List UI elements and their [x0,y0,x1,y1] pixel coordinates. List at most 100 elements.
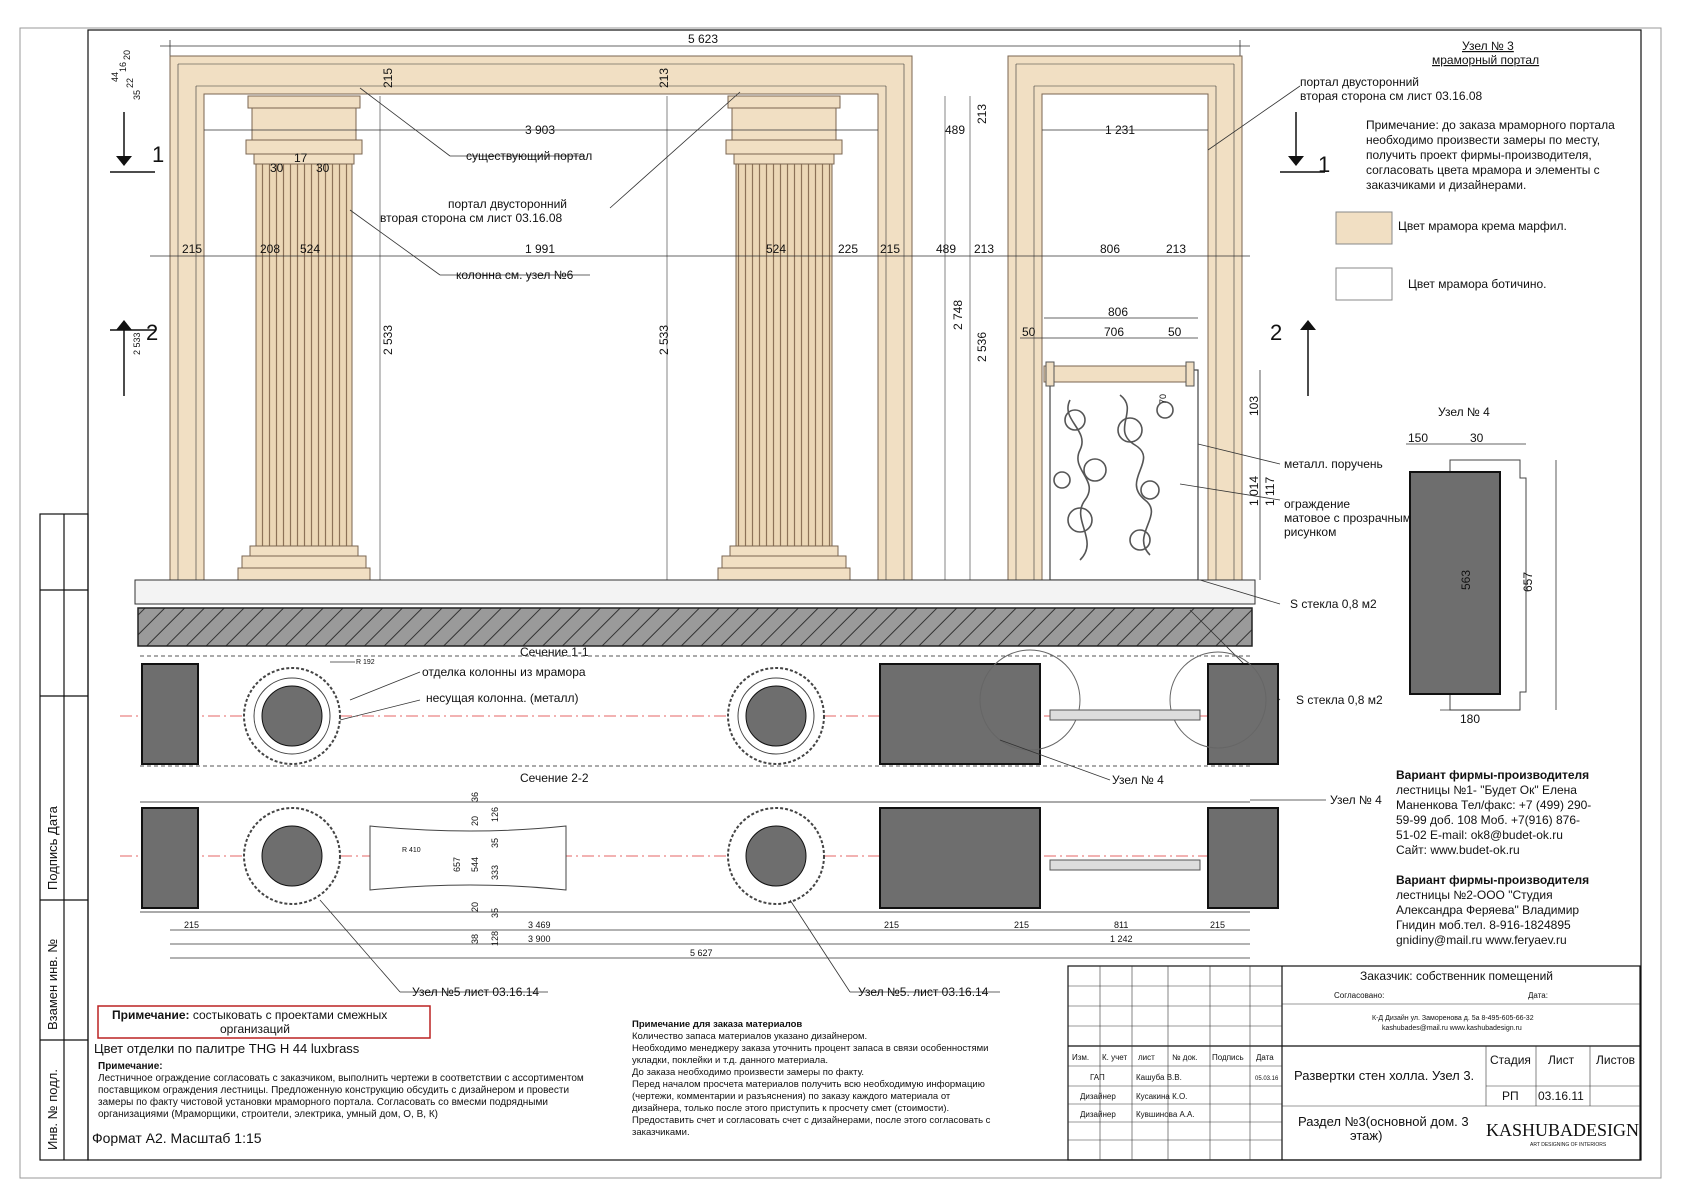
dim-811: 811 [1114,920,1128,930]
node3-title: Узел № 3 [1462,39,1514,53]
note-line: Примечание: до заказа мраморного портала [1366,118,1615,132]
order-line: укладки, поклейки и т.д. данного материа… [632,1055,828,1066]
dim-213-a: 213 [974,242,994,256]
note-box-line2: организаций [220,1022,290,1036]
dim-1117: 1 117 [1263,477,1277,506]
order-line: До заказа необходимо произвести замеры п… [632,1067,864,1078]
label-glass-2: S стекла 0,8 м2 [1296,693,1383,707]
dim-215-p2: 215 [884,920,899,930]
note-line: необходимо произвести замеры по месту, [1366,133,1600,147]
section-1-title: Сечение 1-1 [520,645,589,659]
label-portal-double-b1: портал двусторонний [448,197,567,211]
vendor2-line: gnidiny@mail.ru www.feryaev.ru [1396,933,1567,947]
cut-1-right: 1 [1318,152,1330,177]
dim-35-b: 35 [490,908,500,918]
palette-note: Цвет отделки по палитре THG H 44 luxbras… [94,1041,360,1056]
tb-company2: kashubades@mail.ru www.kashubadesign.ru [1382,1025,1522,1032]
stamp-podpis: Подпись Дата [45,805,60,890]
label-existing-portal: существующий портал [466,149,592,163]
tb-sheet-title: Развертки стен холла. Узел 3. [1294,1068,1474,1083]
dim-215-p4: 215 [1210,920,1225,930]
tb-row-date: 05.03.16 [1255,1076,1279,1082]
section-2-title: Сечение 2-2 [520,771,589,785]
dim-1242: 1 242 [1110,934,1133,944]
dim-total-width: 5 623 [688,32,718,46]
legend-swatch-white [1335,267,1393,301]
dim-2533-a: 2 533 [381,325,395,355]
cut-1-left: 1 [152,142,164,167]
stamp-inv-podl: Инв. № подл. [45,1069,60,1150]
dim-h-2533-left: 2 533 [132,332,142,355]
stack-dim: 20 [122,50,132,60]
format-note: Формат А2. Масштаб 1:15 [92,1130,262,1146]
dim-36: 36 [470,792,480,802]
left-stack-dims: 44 16 22 35 20 [110,50,142,100]
order-line: дизайнера, только после этого приступить… [632,1103,949,1114]
dim-806-b: 806 [1108,305,1128,319]
note-line: заказчиками и дизайнерами. [1366,178,1526,192]
main-note-line: Лестничное ограждение согласовать с зака… [98,1073,584,1084]
legend-cream-label: Цвет мрамора крема марфил. [1398,219,1567,233]
dim-r410: R 410 [402,847,421,854]
label-node4-c: Узел № 4 [1330,793,1382,807]
label-node4-b: Узел № 4 [1112,773,1164,787]
vendor1-line: лестницы №1- "Будет Ок" Елена [1396,783,1577,797]
dim-r192: R 192 [356,659,375,666]
tb-col-podp: Подпись [1212,1053,1244,1062]
label-fence-1: ограждение [1284,497,1350,511]
dim-213-top: 213 [657,68,671,88]
order-line: Предоставить счет и согласовать счет с д… [632,1115,991,1126]
stack-dim: 35 [132,90,142,100]
tb-row-role: Дизайнер [1080,1092,1116,1101]
tb-col-izm: Изм. [1072,1053,1089,1062]
label-col-bearing: несущая колонна. (металл) [426,691,578,705]
node4-title: Узел № 4 [1438,405,1490,419]
tb-row-name: Кувшинова А.А. [1136,1110,1195,1119]
main-note-line: замеры по факту чистовой установки мрамо… [98,1096,548,1108]
cut-2-left: 2 [146,320,158,345]
dim-17: 17 [294,151,308,165]
label-node5-a: Узел №5 лист 03.16.14 [412,985,539,999]
order-line: Перед началом просчета материалов получи… [632,1079,985,1090]
main-note-title: Примечание: [98,1061,163,1072]
legend-swatch-cream [1335,211,1393,245]
vendor2-line: Александра Феряева" Владимир [1396,903,1579,917]
vendors: Вариант фирмы-производителя лестницы №1-… [1396,768,1591,947]
legend: Цвет мрамора крема марфил. Цвет мрамора … [1335,211,1567,301]
dim-215-top: 215 [381,68,395,88]
dim-150: 150 [1408,431,1428,445]
tb-logo-sub: ART DESIGNING OF INTERIORS [1530,1142,1607,1148]
label-glass-1: S стекла 0,8 м2 [1290,597,1377,611]
note-box-line1: Примечание: состыковать с проектами смеж… [112,1008,387,1022]
dim-3903: 3 903 [525,123,555,137]
tb-stage: РП [1502,1089,1519,1103]
dim-1014: 1 014 [1247,476,1261,506]
vendor1-line: Вариант фирмы-производителя [1396,768,1589,782]
dim-38: 38 [470,934,480,944]
tb-col-list: лист [1138,1053,1155,1062]
dim-706: 706 [1104,325,1124,339]
node4-detail: Узел № 4 150 30 563 657 180 [1406,405,1557,726]
dim-3900: 3 900 [528,934,551,944]
tb-col-ndok: № док. [1172,1053,1198,1062]
dim-524-a: 524 [300,242,320,256]
label-col-finish: отделка колонны из мрамора [422,665,586,679]
dim-213-top-right: 213 [975,104,989,124]
vendor1-line: 59-99 доб. 108 Моб. +7(916) 876- [1396,813,1580,827]
vendor2-line: Гнидин моб.тел. 8-916-1824895 [1396,918,1571,932]
dim-563: 563 [1459,570,1473,590]
column-right [717,95,851,581]
tb-logo: KASHUBADESIGN [1486,1120,1639,1140]
dim-2748: 2 748 [951,300,965,330]
label-portal-double-b2: вторая сторона см лист 03.16.08 [380,211,563,225]
dim-225: 225 [838,242,858,256]
dim-30-a: 30 [270,161,284,175]
vendor2-line: Вариант фирмы-производителя [1396,873,1589,887]
notes-bottom-left: Примечание: состыковать с проектами смеж… [92,1005,584,1146]
stack-dim: 16 [118,62,128,72]
label-metal-rail: металл. поручень [1284,457,1383,471]
tb-col-data: Дата [1256,1053,1274,1062]
order-line: Необходимо менеджеру заказа уточнить про… [632,1043,988,1054]
title-block: Заказчик: собственник помещений Согласов… [1067,965,1641,1161]
dim-180: 180 [1460,712,1480,726]
